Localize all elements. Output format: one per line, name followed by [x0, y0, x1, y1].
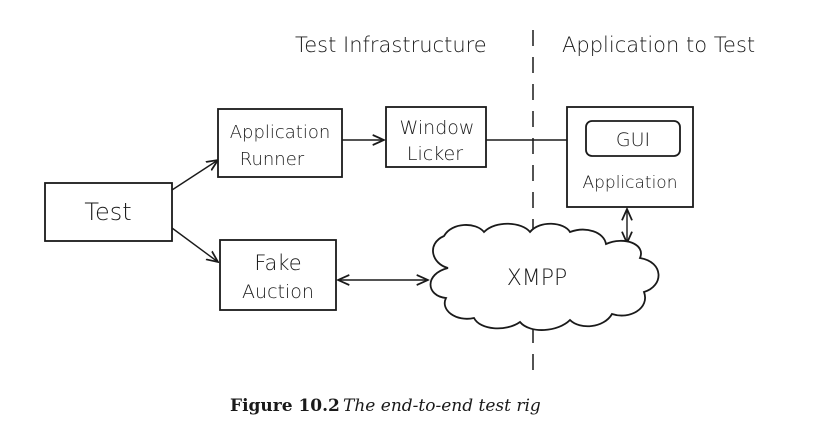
window-licker-label-line2: Licker [407, 143, 463, 165]
test-infrastructure-header: Test Infrastructure [295, 33, 487, 57]
application-runner-label-line2: Runner [240, 149, 305, 170]
test-box [44, 182, 173, 242]
fake-auction-label-line1: Fake [254, 251, 301, 275]
application-runner-label-line1: Application [230, 122, 331, 143]
gui-label: GUI [616, 129, 650, 151]
application-to-test-header: Application to Test [562, 33, 755, 57]
figure-number: Figure 10.2 [230, 396, 340, 416]
test-to-app-runner-arrow [171, 160, 218, 191]
test-to-fake-auction-arrow [171, 227, 218, 262]
figure-caption: The end-to-end test rig [343, 396, 541, 416]
fake-auction-label-line2: Auction [242, 281, 314, 303]
fake-auction-box [219, 239, 337, 311]
xmpp-label: XMPP [507, 266, 568, 291]
gui-box [585, 120, 681, 157]
application-runner-box [217, 108, 343, 178]
window-licker-box [385, 106, 487, 168]
application-label: Application [583, 173, 678, 193]
window-licker-label-line1: Window [400, 117, 475, 139]
test-label: Test [84, 198, 131, 226]
xmpp-cloud [429, 222, 660, 331]
